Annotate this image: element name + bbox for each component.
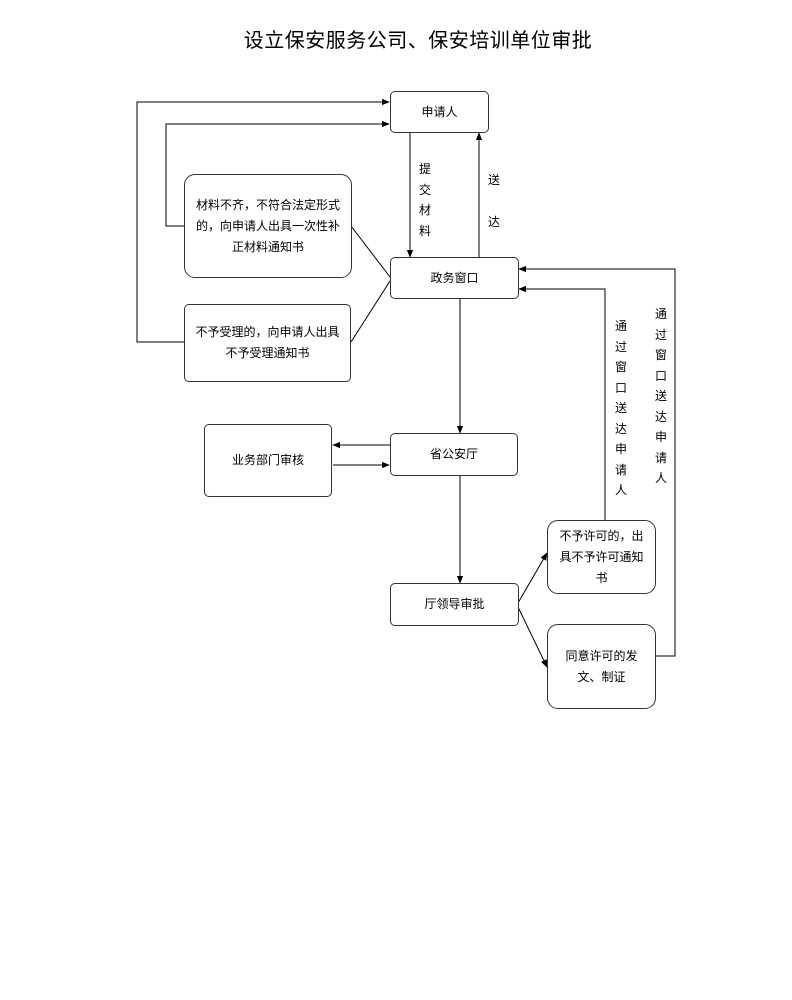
node-provincial-bureau: 省公安厅 (390, 433, 518, 476)
edge-window-to-incomplete (350, 225, 391, 278)
node-incomplete-materials: 材料不齐，不符合法定形式的，向申请人出具一次性补正材料通知书 (184, 174, 352, 278)
node-dept-review: 业务部门审核 (204, 424, 332, 497)
node-leader-approval: 厅领导审批 (390, 583, 519, 626)
page-title: 设立保安服务公司、保安培训单位审批 (243, 28, 593, 52)
label-window-deliver-permitted: 通过窗口送达申请人 (654, 307, 667, 485)
edge-window-to-not-accepted (350, 280, 391, 343)
label-window-deliver-not-permitted: 通过窗口送达申请人 (614, 319, 627, 497)
edge-leader-to-not-permitted (517, 552, 548, 604)
label-deliver: 送达 (487, 173, 500, 229)
edge-permitted-to-window (518, 265, 676, 657)
node-gov-window: 政务窗口 (390, 257, 519, 299)
edge-not-permitted-to-window (518, 285, 606, 520)
node-not-permitted: 不予许可的，出具不予许可通知书 (547, 520, 656, 594)
edge-not-accepted-to-applicant (136, 98, 390, 343)
node-not-accepted: 不予受理的，向申请人出具不予受理通知书 (184, 304, 351, 382)
edge-leader-to-permitted (517, 606, 548, 668)
node-permitted: 同意许可的发文、制证 (547, 624, 656, 709)
node-applicant: 申请人 (390, 91, 489, 133)
label-submit-materials: 提交材料 (418, 162, 431, 238)
edge-incomplete-to-applicant (165, 120, 390, 227)
